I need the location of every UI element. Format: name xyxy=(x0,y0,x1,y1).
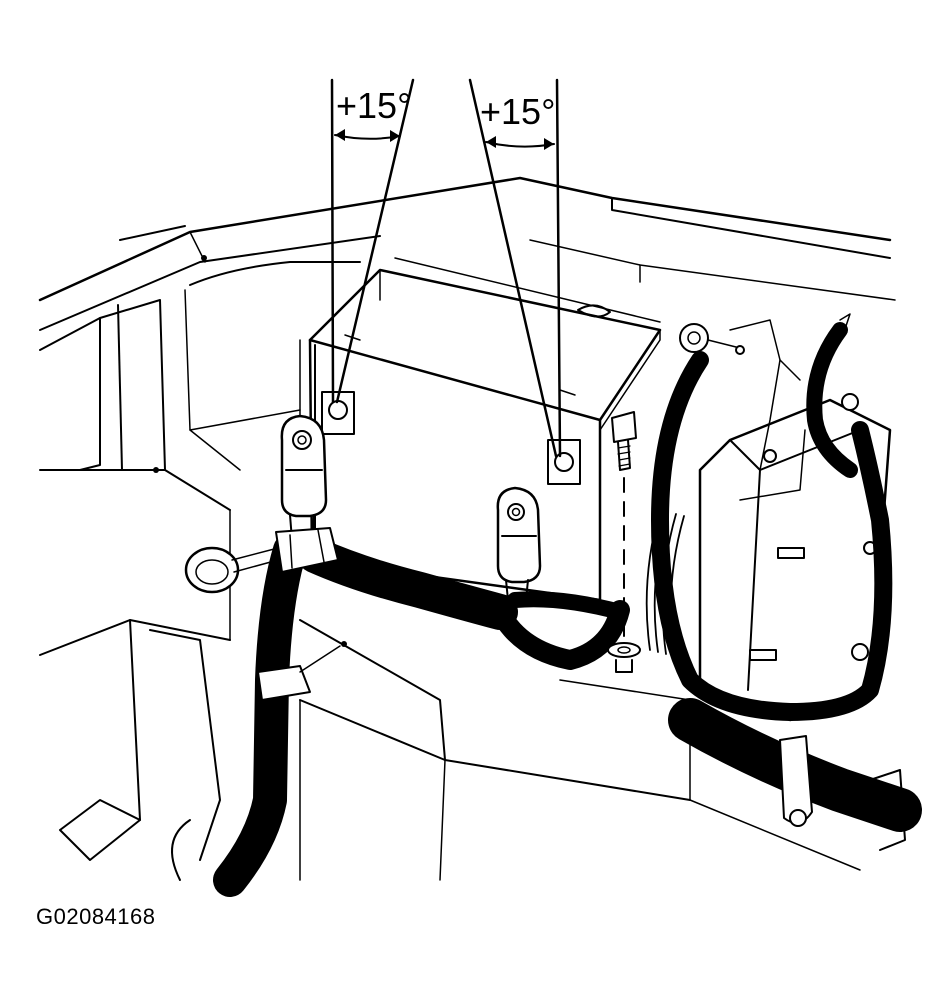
main-cable-harness xyxy=(213,527,630,897)
mounting-bolt xyxy=(607,411,641,673)
angle-callout-right-label: +15° xyxy=(480,91,555,132)
right-cable-terminal xyxy=(496,486,542,601)
module-bracket xyxy=(679,313,892,722)
module-harness xyxy=(645,322,893,721)
grommet-plug xyxy=(184,546,279,594)
lower-right-cable xyxy=(668,698,922,851)
angle-callout-right xyxy=(468,78,562,458)
angle-callout-left xyxy=(330,78,415,404)
angle-callout-left-label: +15° xyxy=(336,85,411,126)
battery-box xyxy=(308,257,662,602)
figure-id-label: G02084168 xyxy=(36,904,156,929)
